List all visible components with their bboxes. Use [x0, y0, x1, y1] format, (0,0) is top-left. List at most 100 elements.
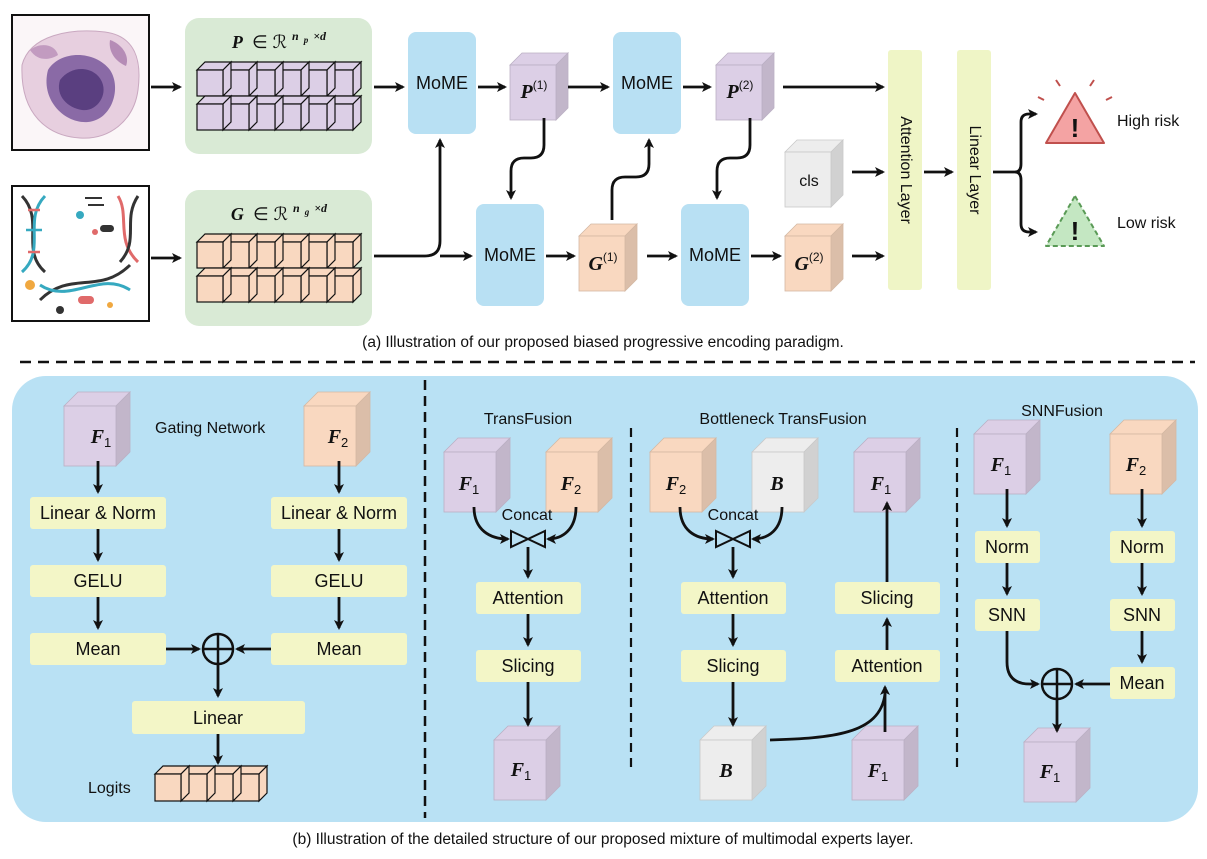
gating-network-title: Gating Network	[155, 420, 266, 437]
caption-b: (b) Illustration of the detailed structu…	[292, 831, 913, 848]
bottleneck-f1-top-label: F1	[870, 473, 892, 497]
gating-mean-right-label: Mean	[316, 639, 361, 659]
bottleneck-f2-in-label: F2	[665, 473, 687, 497]
gating-linear-norm-right[interactable]	[271, 497, 407, 529]
cube-g1	[578, 223, 638, 292]
bottleneck-slicing-right[interactable]	[835, 582, 940, 614]
transfusion-attention[interactable]	[476, 582, 581, 614]
transfusion-concat-label: Concat	[502, 507, 553, 524]
bottleneck-b-out-cube	[699, 725, 767, 801]
p-embedding-label: P ∈ ℛ n p ×d	[231, 24, 327, 52]
attention-layer-label: Attention Layer	[897, 116, 914, 224]
bottleneck-concat-icon	[715, 529, 751, 549]
bottleneck-slicing-left[interactable]	[681, 650, 786, 682]
snn-f1-in-cube	[973, 419, 1041, 495]
transfusion-title: TransFusion	[484, 411, 572, 428]
bottleneck-f1-bottom-cube	[851, 725, 919, 801]
mome-label-p2: MoME	[621, 73, 673, 93]
cube-g2	[784, 223, 844, 292]
gating-mean-left[interactable]	[30, 633, 166, 665]
transfusion-concat-icon	[510, 529, 546, 549]
snn-mean[interactable]	[1110, 667, 1175, 699]
gating-f2-label: F2	[327, 426, 349, 450]
transfusion-f1-in-cube	[443, 437, 511, 513]
cube-p2	[715, 52, 775, 121]
cube-cls	[784, 139, 844, 208]
g-embedding-label: G ∈ ℛ n g ×d	[231, 196, 328, 224]
mome-label-g1: MoME	[484, 245, 536, 265]
gating-linear-label: Linear	[193, 708, 243, 728]
histopathology-slide-image	[11, 14, 150, 151]
snn-norm-right[interactable]	[1110, 531, 1175, 563]
snn-norm-left[interactable]	[975, 531, 1040, 563]
g-token-cell	[325, 266, 363, 304]
bottleneck-attention-left[interactable]	[681, 582, 786, 614]
transfusion-slicing[interactable]	[476, 650, 581, 682]
snn-f1-out-label: F1	[1039, 761, 1061, 785]
g-token-cell	[195, 232, 233, 270]
bottleneck-concat-label: Concat	[708, 507, 759, 524]
bottleneck-attention-right[interactable]	[835, 650, 940, 682]
linear-layer-box[interactable]	[957, 50, 991, 290]
mome-box-g2[interactable]	[681, 204, 749, 306]
snn-f2-in-cube	[1109, 419, 1177, 495]
cube-g1-shape	[578, 223, 638, 292]
top-arrows	[151, 82, 1038, 263]
gating-gelu-left[interactable]	[30, 565, 166, 597]
gating-f2-cube	[303, 391, 371, 467]
low-risk-label: Low risk	[1117, 215, 1177, 232]
bottom-cubes	[63, 391, 1177, 803]
transfusion-f2-in-cube	[545, 437, 613, 513]
cube-g2-label: G(2)	[794, 250, 823, 275]
cube-p2-shape	[715, 52, 775, 121]
gating-linear-norm-left[interactable]	[30, 497, 166, 529]
gating-gelu-right-label: GELU	[314, 571, 363, 591]
high-risk-warning-icon: !	[1037, 79, 1113, 144]
cube-cls-shape	[784, 139, 844, 208]
bottleneck-f1-bottom-label: F1	[867, 760, 889, 784]
snn-snn-left[interactable]	[975, 599, 1040, 631]
cube-g2-shape	[784, 223, 844, 292]
mome-box-p1[interactable]	[408, 32, 476, 134]
bottleneck-f2-in-cube	[649, 437, 717, 513]
snn-sum-icon	[1040, 667, 1074, 701]
mome-label-g2: MoME	[689, 245, 741, 265]
attention-layer-box[interactable]	[888, 50, 922, 290]
snn-snn-left-label: SNN	[988, 605, 1026, 625]
gating-sum-icon	[201, 632, 235, 666]
gating-mean-right[interactable]	[271, 633, 407, 665]
cube-p1-label: P(1)	[520, 78, 548, 103]
p-token-grid	[195, 60, 363, 132]
bottleneck-attention-left-label: Attention	[697, 588, 768, 608]
mome-box-p2[interactable]	[613, 32, 681, 134]
p-token-cell	[195, 94, 233, 132]
bottleneck-attention-right-label: Attention	[851, 656, 922, 676]
mome-box-g1[interactable]	[476, 204, 544, 306]
snn-norm-right-label: Norm	[1120, 537, 1164, 557]
transfusion-f1-out-cube	[493, 725, 561, 801]
snn-mean-label: Mean	[1119, 673, 1164, 693]
bottleneck-b-out-label: B	[718, 760, 732, 782]
cube-g1-label: G(1)	[588, 250, 617, 275]
gating-linear[interactable]	[132, 701, 305, 734]
bottom-arrows	[93, 461, 1147, 765]
snn-snn-right[interactable]	[1110, 599, 1175, 631]
gating-mean-left-label: Mean	[75, 639, 120, 659]
gating-f1-label: F1	[90, 426, 112, 450]
bottleneck-slicing-left-label: Slicing	[706, 656, 759, 676]
logits-label: Logits	[88, 780, 131, 797]
bottleneck-slicing-right-label: Slicing	[860, 588, 913, 608]
bottleneck-b-in-label: B	[769, 473, 783, 495]
snn-norm-left-label: Norm	[985, 537, 1029, 557]
logits-grid	[153, 764, 269, 803]
cube-p1-shape	[509, 52, 569, 121]
snnfusion-title: SNNFusion	[1021, 403, 1103, 420]
transfusion-slicing-label: Slicing	[501, 656, 554, 676]
transfusion-f1-in-label: F1	[458, 473, 480, 497]
linear-layer-label: Linear Layer	[966, 126, 983, 216]
snn-f2-in-label: F2	[1125, 454, 1147, 478]
gating-gelu-right[interactable]	[271, 565, 407, 597]
cube-p2-label: P(2)	[726, 78, 754, 103]
gating-linear-norm-left-label: Linear & Norm	[40, 503, 156, 523]
g-token-cell	[195, 266, 233, 304]
